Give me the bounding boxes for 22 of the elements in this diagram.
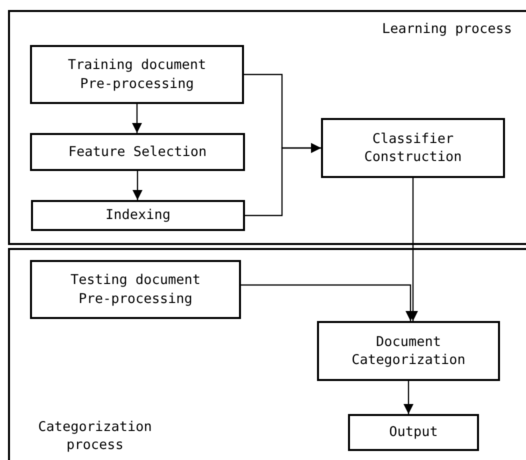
process-box [30,45,244,104]
box-label: Testing document Pre-processing [69,271,202,308]
process-box [321,118,505,178]
box-label: Document Categorization [350,332,466,370]
arrow [132,171,142,200]
process-box [348,414,479,451]
panel-title: Learning process [382,20,512,38]
box-label: Training document Pre-processing [66,56,208,93]
box-label: Classifier Construction [363,130,463,166]
arrow [245,143,321,216]
process-box [31,200,245,231]
process-panel [8,10,526,245]
process-box [30,260,241,319]
arrow [132,104,142,133]
panel-title: Categorization process [37,418,153,454]
process-box [30,133,245,171]
process-panel [8,248,526,460]
arrow [404,381,414,414]
box-label: Indexing [105,206,171,225]
box-label: Feature Selection [68,142,207,162]
process-box [317,321,500,381]
box-label: Output [389,423,438,442]
